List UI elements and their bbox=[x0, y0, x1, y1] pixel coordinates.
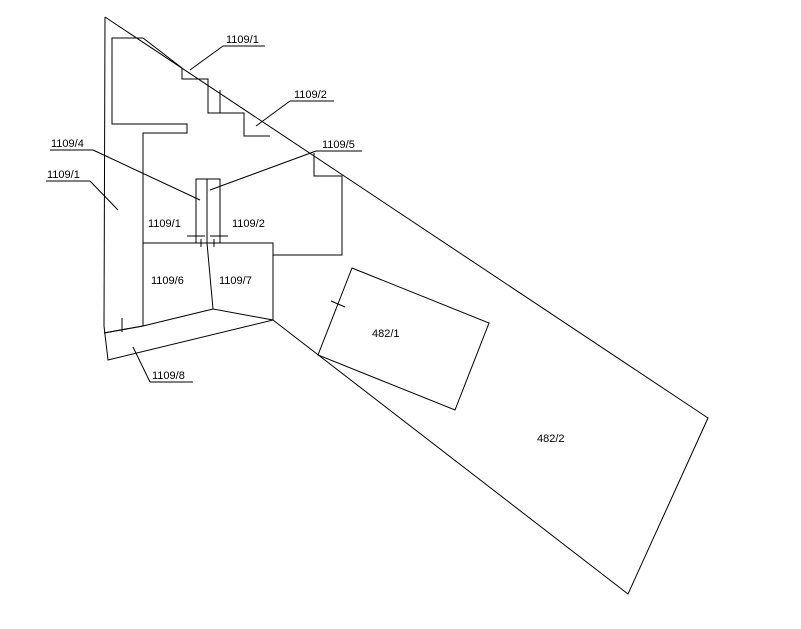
strip-outline bbox=[195, 178, 221, 243]
label-1109-1-left: 1109/1 bbox=[47, 169, 80, 181]
parcel-divider bbox=[206, 242, 274, 321]
label-1109-8: 1109/8 bbox=[152, 370, 185, 382]
leader-lines bbox=[46, 45, 362, 383]
label-482-1: 482/1 bbox=[372, 328, 400, 340]
label-1109-2-mid: 1109/2 bbox=[232, 218, 265, 230]
label-1109-4: 1109/4 bbox=[51, 138, 84, 150]
label-1109-1-mid: 1109/1 bbox=[148, 218, 181, 230]
label-1109-7: 1109/7 bbox=[219, 275, 252, 287]
label-1109-5: 1109/5 bbox=[322, 139, 355, 151]
building-outline bbox=[111, 37, 343, 256]
parcel-1109-6-7 bbox=[103, 243, 144, 334]
stepped-edge bbox=[142, 37, 270, 137]
label-1109-2-top: 1109/2 bbox=[294, 89, 327, 101]
label-1109-1-top: 1109/1 bbox=[226, 34, 259, 46]
label-482-2: 482/2 bbox=[537, 433, 565, 445]
parcel-lines bbox=[103, 16, 709, 595]
parcel-labels: 1109/1 1109/2 1109/4 1109/5 1109/1 1109/… bbox=[47, 34, 565, 445]
parcel-482-1 bbox=[317, 267, 490, 411]
parcel-bottom bbox=[103, 308, 214, 334]
label-1109-6: 1109/6 bbox=[151, 275, 184, 287]
tick bbox=[330, 300, 346, 308]
outer-boundary bbox=[103, 16, 709, 595]
